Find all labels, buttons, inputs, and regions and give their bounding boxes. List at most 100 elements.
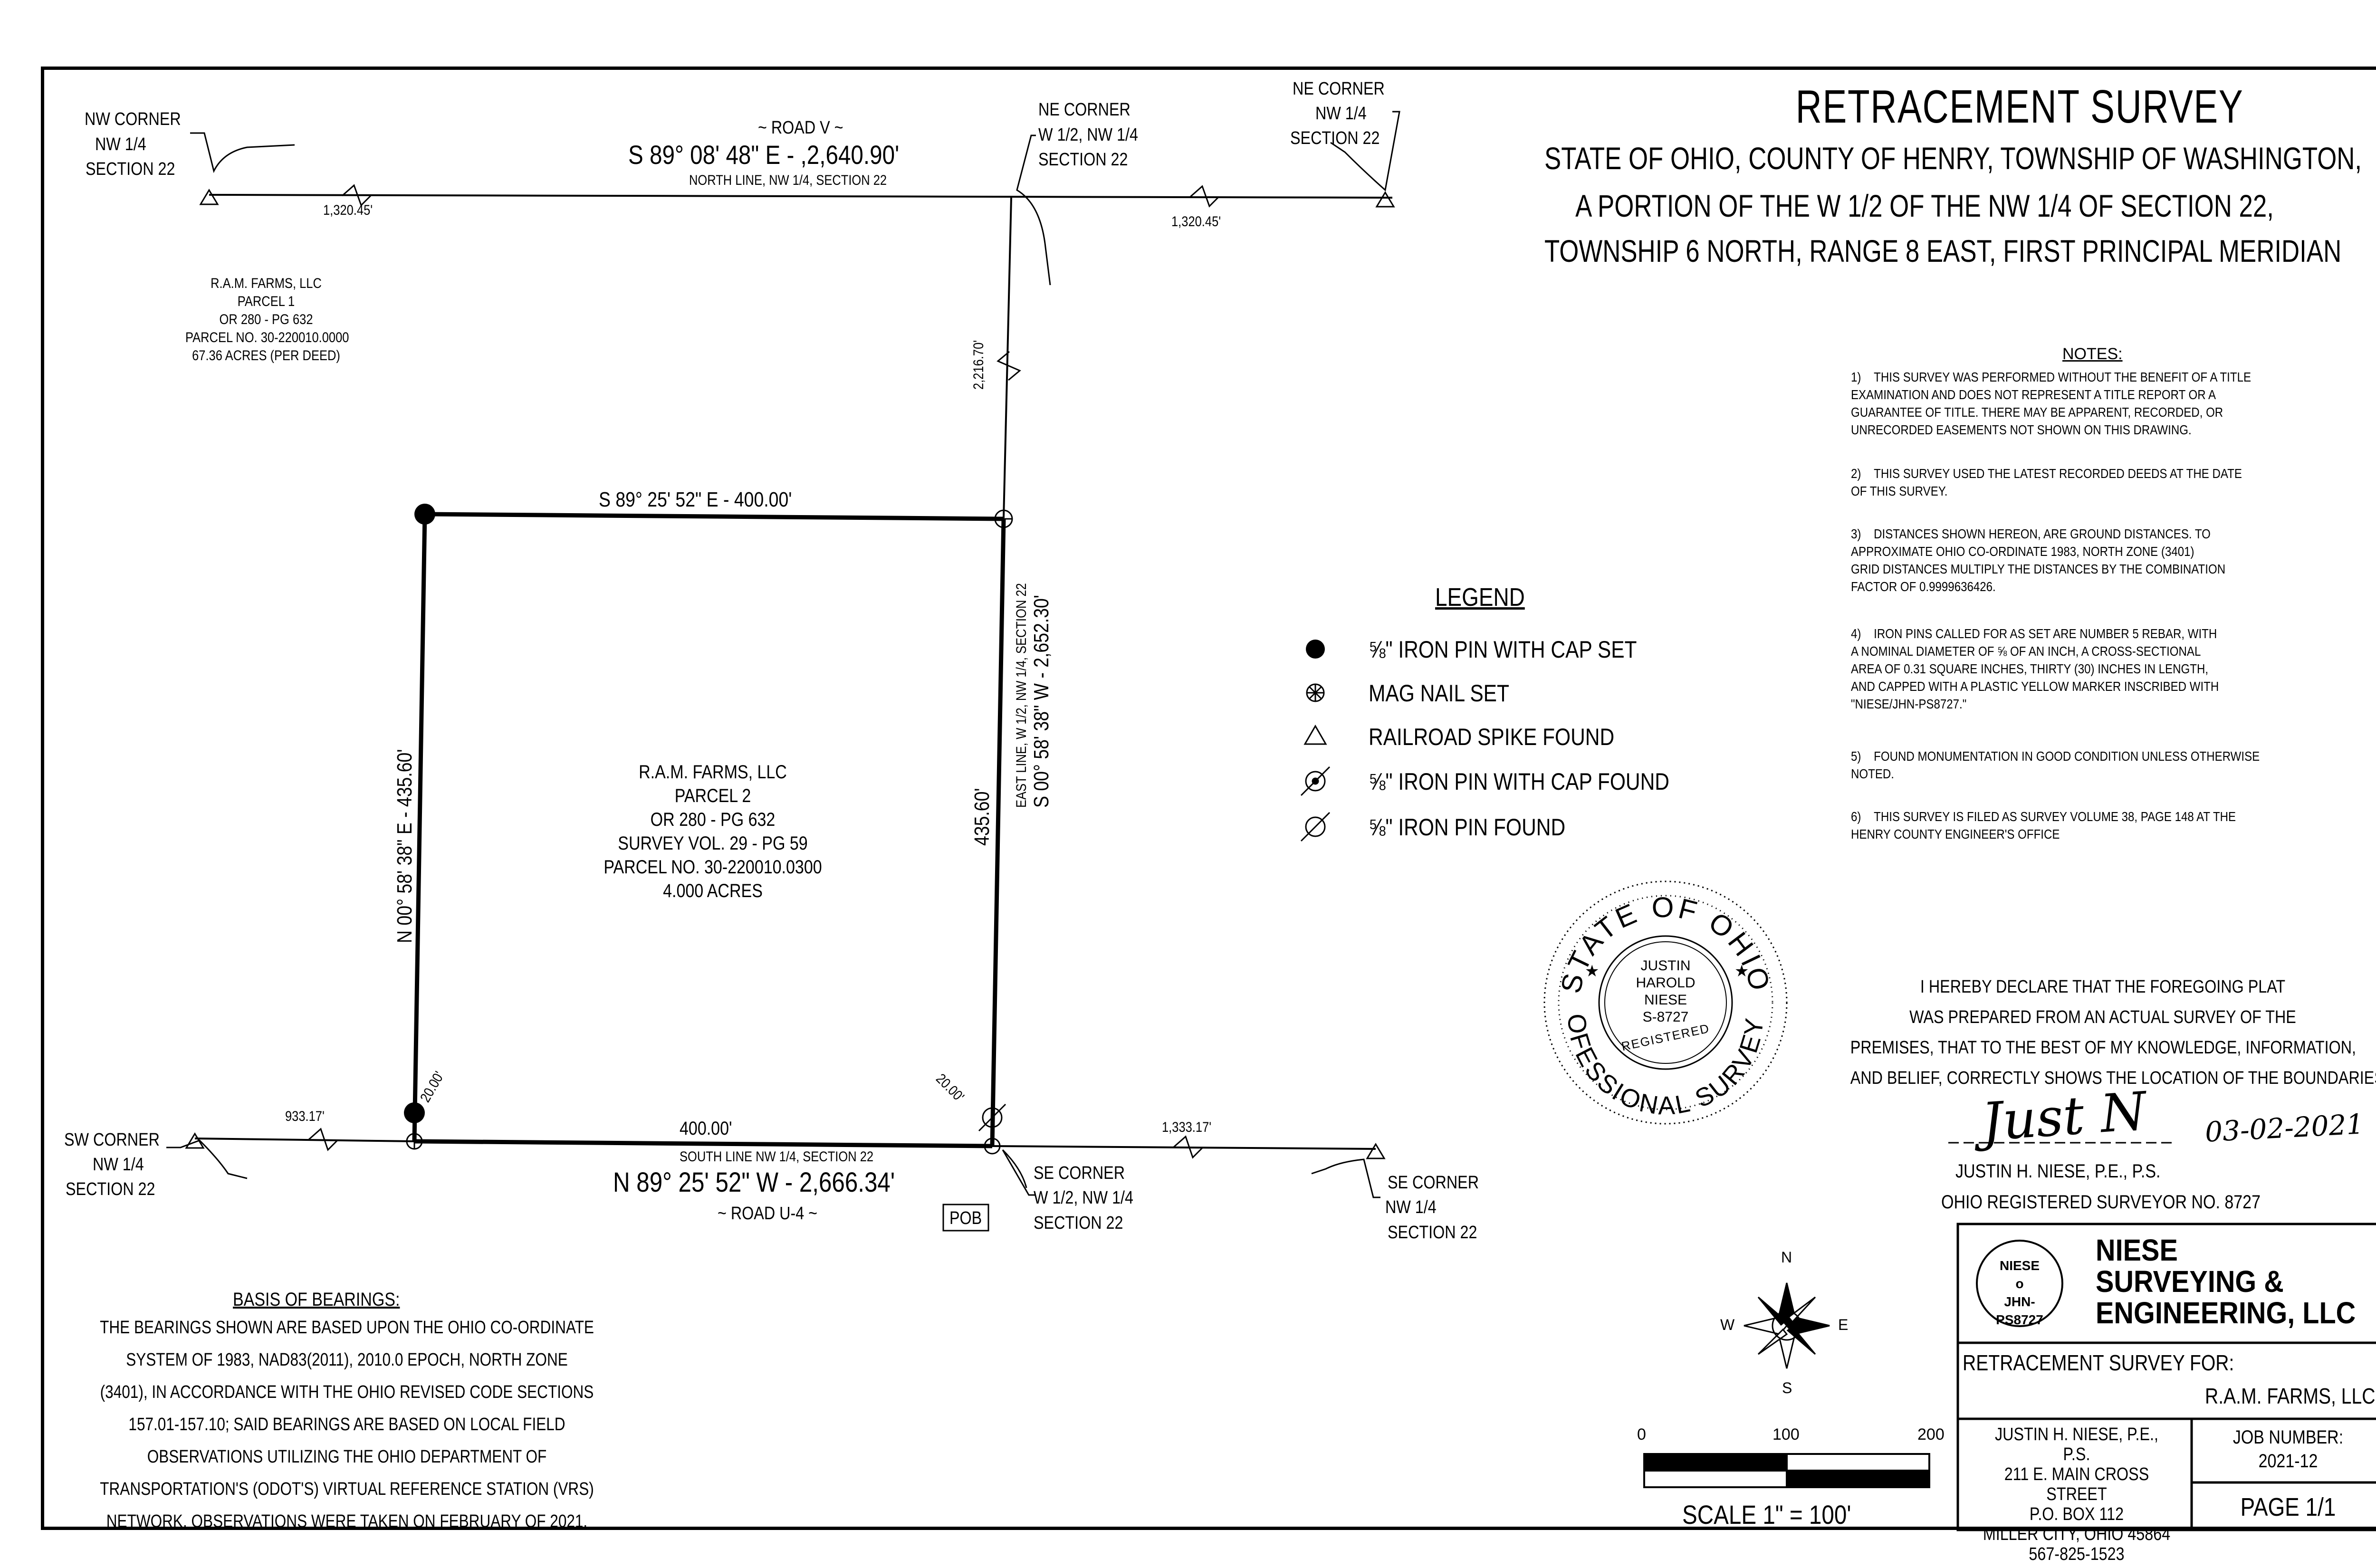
- ne-corner-spike: [1375, 191, 1395, 208]
- nw-corner-label-1: NW CORNER: [85, 109, 181, 129]
- north-dist-right: 1,320.45': [1171, 214, 1221, 229]
- sw-corner-label-2: NW 1/4: [93, 1155, 144, 1175]
- parcel1-record: OR 280 - PG 632: [219, 312, 313, 327]
- basis-line: SYSTEM OF 1983, NAD83(2011), 2010.0 EPOC…: [126, 1350, 568, 1370]
- ne-corner-label-1: NE CORNER: [1293, 79, 1385, 99]
- south-section-line-east: [992, 1145, 1376, 1150]
- basis-line: TRANSPORTATION'S (ODOT'S) VIRTUAL REFERE…: [100, 1479, 594, 1499]
- north-dist-left: 1,320.45': [323, 202, 373, 218]
- north-line-label: NORTH LINE, NW 1/4, SECTION 22: [689, 172, 887, 188]
- sw-corner-label-1: SW CORNER: [64, 1130, 160, 1150]
- north-letter: N: [1781, 1249, 1792, 1266]
- south-dist-left: 933.17': [285, 1109, 325, 1124]
- client-name: R.A.M. FARMS, LLC: [2205, 1384, 2376, 1408]
- survey-subtitle-line-2: A PORTION OF THE W 1/2 OF THE NW 1/4 OF …: [1575, 188, 2274, 223]
- east-letter: E: [1838, 1316, 1849, 1333]
- parcel-south-boundary: [414, 1139, 993, 1148]
- iron-pin-set-icon: [1306, 640, 1325, 659]
- parcel-north-bearing: S 89° 25' 52" E - 400.00': [599, 488, 792, 511]
- basis-heading: BASIS OF BEARINGS:: [233, 1289, 400, 1310]
- south-break-left: [308, 1128, 338, 1151]
- nw-parcel-pin-set: [414, 504, 435, 525]
- note-item: 2)THIS SURVEY USED THE LATEST RECORDED D…: [1851, 466, 2242, 498]
- iron-pin-cap-found-icon: [1305, 771, 1326, 792]
- south-line-bearing: N 89° 25' 52" W - 2,666.34': [613, 1167, 895, 1198]
- se-corner-label-3: SECTION 22: [1388, 1223, 1477, 1243]
- ne-w-half-leader: [1016, 134, 1051, 286]
- survey-for-label: RETRACEMENT SURVEY FOR:: [1963, 1350, 2234, 1375]
- iron-pin-found-icon: [1305, 816, 1326, 837]
- legend-item-pin-found: ⅝" IRON PIN FOUND: [1369, 814, 1566, 841]
- parcel-north-boundary: [424, 512, 1004, 521]
- pob-box: [942, 1204, 989, 1232]
- east-line-upper: [1003, 197, 1012, 518]
- parcel1-acres: 67.36 ACRES (PER DEED): [192, 348, 340, 363]
- ne-corner-leader: [1330, 111, 1400, 191]
- surveyor-seal: [1543, 880, 1788, 1125]
- ne-w-half-label-3: SECTION 22: [1038, 150, 1128, 170]
- parcel2-owner: R.A.M. FARMS, LLC: [639, 762, 787, 783]
- se-w-half-label-3: SECTION 22: [1034, 1213, 1123, 1233]
- basis-line: 157.01-157.10; SAID BEARINGS ARE BASED O…: [128, 1415, 565, 1434]
- railroad-spike-found-icon: [1303, 725, 1327, 745]
- note-item: 4)IRON PINS CALLED FOR AS SET ARE NUMBER…: [1851, 626, 2219, 711]
- south-line-label: SOUTH LINE NW 1/4, SECTION 22: [680, 1149, 874, 1165]
- signer-name: JUSTIN H. NIESE, P.E., P.S.: [1955, 1161, 2161, 1182]
- parcel-east-boundary: [990, 518, 1006, 1147]
- east-line-label: EAST LINE, W 1/2, NW 1/4, SECTION 22: [1014, 583, 1029, 808]
- note-item: 3)DISTANCES SHOWN HEREON, ARE GROUND DIS…: [1851, 526, 2226, 594]
- company-address: JUSTIN H. NIESE, P.E., P.S. 211 E. MAIN …: [1983, 1425, 2171, 1564]
- job-number: 2021-12: [2258, 1451, 2318, 1472]
- road-u4-label: ~ ROAD U-4 ~: [718, 1204, 818, 1224]
- parcel2-survey: SURVEY VOL. 29 - PG 59: [618, 833, 808, 854]
- page-number: PAGE 1/1: [2240, 1493, 2336, 1521]
- east-break: [996, 351, 1021, 381]
- north-line-bearing: S 89° 08' 48" E - ,2,640.90': [628, 140, 900, 170]
- north-section-line: [209, 194, 1393, 199]
- seal-name-block: JUSTIN HAROLD NIESE S-8727: [1636, 958, 1696, 1025]
- signature-date: 03-02-2021: [2204, 1108, 2365, 1148]
- nw-corner-leader: [190, 132, 295, 173]
- note-item: 5)FOUND MONUMENTATION IN GOOD CONDITION …: [1851, 749, 2260, 781]
- pob-label: POB: [949, 1208, 982, 1228]
- north-arrow-icon: [1744, 1282, 1830, 1369]
- legend-item-railroad-spike: RAILROAD SPIKE FOUND: [1369, 724, 1615, 750]
- scale-tick-200: 200: [1917, 1425, 1945, 1444]
- nw-corner-label-3: SECTION 22: [86, 159, 175, 179]
- parcel1-owner: R.A.M. FARMS, LLC: [211, 276, 322, 291]
- parcel2-name: PARCEL 2: [674, 785, 751, 806]
- ne-corner-label-3: SECTION 22: [1290, 128, 1380, 148]
- south-dist-right: 1,333.17': [1162, 1119, 1212, 1135]
- parcel1-number: PARCEL NO. 30-220010.0000: [185, 330, 349, 345]
- sw-corner-label-3: SECTION 22: [66, 1179, 155, 1199]
- parcel-south-distance: 400.00': [680, 1118, 732, 1139]
- east-upper-distance: 2,216.70': [971, 340, 987, 390]
- scale-tick-100: 100: [1772, 1425, 1800, 1444]
- road-v-label: ~ ROAD V ~: [758, 118, 843, 138]
- survey-title: RETRACEMENT SURVEY: [1795, 80, 2244, 133]
- basis-line: THE BEARINGS SHOWN ARE BASED UPON THE OH…: [100, 1318, 594, 1338]
- survey-subtitle-line-3: TOWNSHIP 6 NORTH, RANGE 8 EAST, FIRST PR…: [1544, 233, 2342, 268]
- note-item: 1)THIS SURVEY WAS PERFORMED WITHOUT THE …: [1851, 370, 2251, 437]
- nw-corner-label-2: NW 1/4: [95, 134, 146, 154]
- sw-corner-spike: [185, 1132, 205, 1149]
- basis-line: NETWORK. OBSERVATIONS WERE TAKEN ON FEBR…: [106, 1511, 588, 1531]
- sheet-border: [41, 67, 2376, 1530]
- south-break-right: [1173, 1135, 1203, 1159]
- se-w-half-label-1: SE CORNER: [1034, 1163, 1125, 1183]
- parcel2-block: R.A.M. FARMS, LLC PARCEL 2 OR 280 - PG 6…: [600, 760, 826, 903]
- se-w-half-leader: [1002, 1149, 1036, 1196]
- svg-text:★: ★: [1734, 962, 1749, 980]
- west-letter: W: [1720, 1316, 1735, 1333]
- se-corner-leader: [1311, 1158, 1380, 1198]
- basis-line: (3401), IN ACCORDANCE WITH THE OHIO REVI…: [100, 1382, 594, 1402]
- sw-corner-leader: [166, 1139, 248, 1179]
- se-w-half-label-2: W 1/2, NW 1/4: [1034, 1188, 1134, 1208]
- survey-subtitle-line-1: STATE OF OHIO, COUNTY OF HENRY, TOWNSHIP…: [1544, 141, 2362, 176]
- surveyor-signature: Just N: [1979, 1080, 2148, 1153]
- ne-w-half-label-2: W 1/2, NW 1/4: [1038, 125, 1139, 145]
- scale-bar: [1643, 1453, 1930, 1488]
- north-break-right: [1190, 185, 1220, 208]
